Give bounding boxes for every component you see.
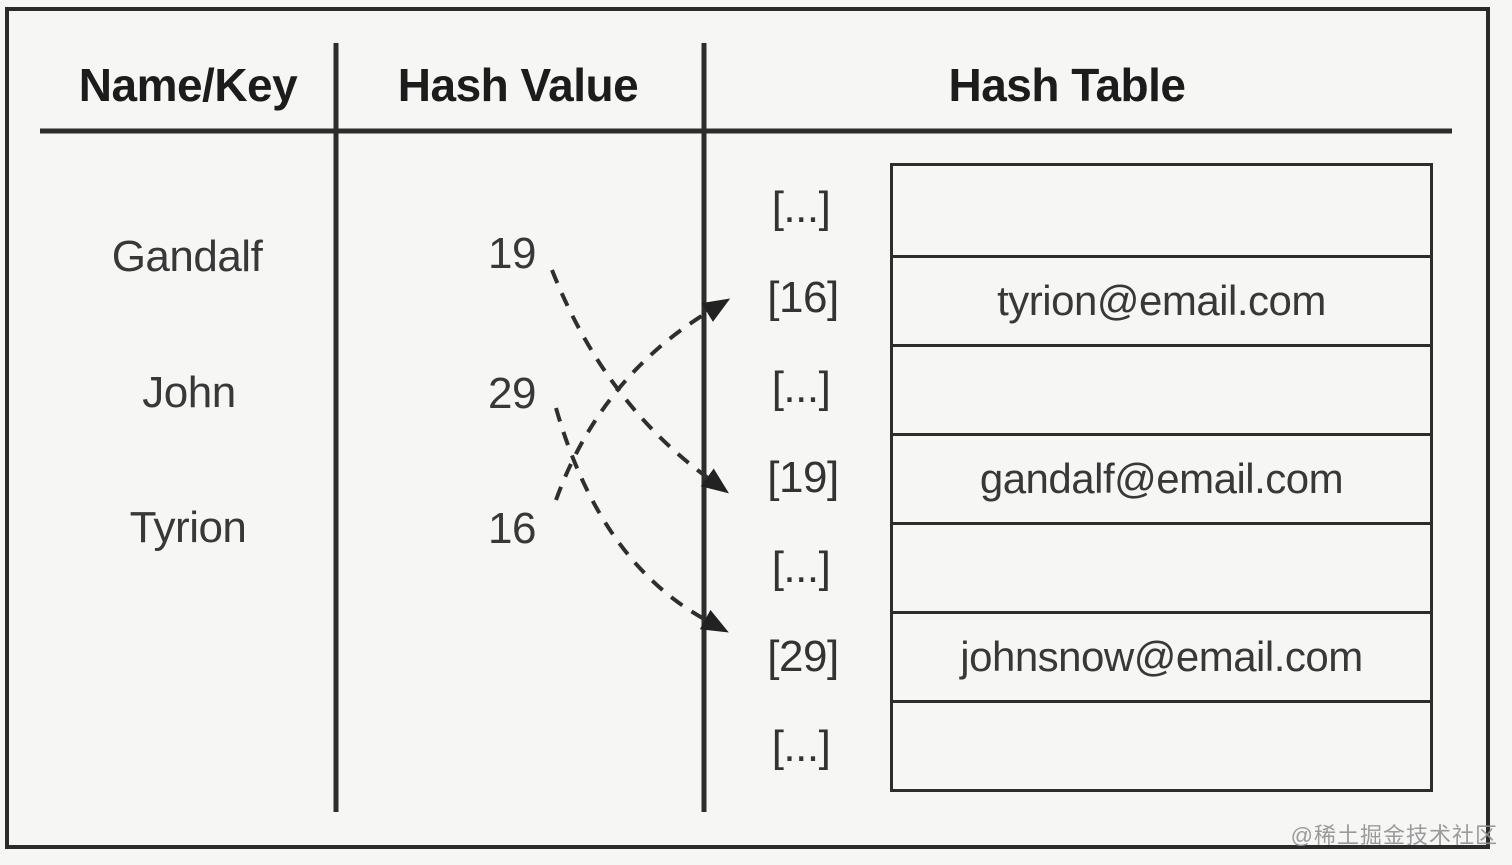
key-john: John: [142, 368, 236, 417]
hash-table-row-29: johnsnow@email.com: [893, 611, 1430, 700]
hash-table-row-empty: [893, 344, 1430, 433]
hash-table-row-empty: [893, 166, 1430, 255]
slot-index-4: [...]: [771, 543, 831, 592]
arrow-hash19-to-slot19: [550, 269, 729, 494]
hash-table-row-19: gandalf@email.com: [893, 433, 1430, 522]
hash-table-row-16: tyrion@email.com: [893, 255, 1430, 344]
slot-index-0: [...]: [771, 183, 831, 232]
slot-index-16: [16]: [767, 273, 839, 322]
key-gandalf: Gandalf: [111, 232, 263, 281]
hash-value-gandalf: 19: [488, 229, 536, 278]
column-header-hash-value: Hash Value: [397, 59, 639, 111]
arrow-hash16-to-slot16: [554, 298, 731, 501]
bucket-value-tyrion-email: tyrion@email.com: [997, 277, 1326, 324]
column-header-hash-table: Hash Table: [948, 59, 1187, 111]
slot-index-6: [...]: [771, 722, 831, 771]
bucket-value-gandalf-email: gandalf@email.com: [979, 455, 1344, 502]
hash-table-row-empty: [893, 522, 1430, 611]
slot-index-29: [29]: [767, 632, 839, 681]
hash-table-row-empty: [893, 700, 1430, 789]
bucket-value-johnsnow-email: johnsnow@email.com: [960, 633, 1363, 680]
hash-table-box: tyrion@email.com gandalf@email.com johns…: [890, 163, 1433, 792]
column-header-name-key: Name/Key: [78, 59, 298, 111]
slot-index-2: [...]: [771, 363, 831, 412]
watermark: @稀土掘金技术社区: [1290, 823, 1498, 848]
hash-value-tyrion: 16: [488, 504, 536, 553]
slot-index-19: [19]: [767, 453, 839, 502]
key-tyrion: Tyrion: [129, 503, 247, 552]
hash-value-john: 29: [488, 369, 536, 418]
arrow-hash29-to-slot29: [554, 407, 729, 633]
